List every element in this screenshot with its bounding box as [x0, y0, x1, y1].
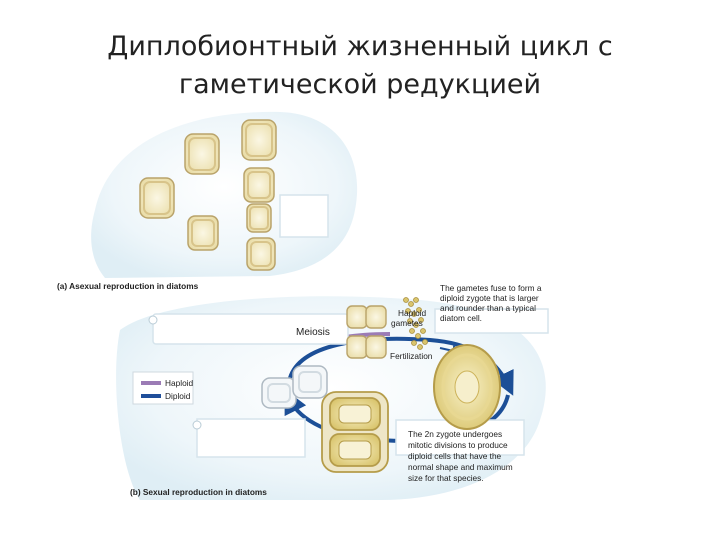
- diatom-cell: [246, 237, 276, 271]
- panel-a-asexual: (a) Asexual reproduction in diatoms: [57, 111, 358, 291]
- legend-label-diploid: Diploid: [165, 391, 191, 401]
- panel-a-label-box: [279, 194, 329, 238]
- title-line-1: Диплобионтный жизненный цикл с: [107, 31, 613, 62]
- haploid-gametes-label-1: Haploid: [398, 308, 427, 318]
- asexual-diatom-cells: [139, 119, 277, 271]
- zygote-note-line-3: diploid cells that have the: [408, 451, 502, 461]
- fertilization-label: Fertilization: [390, 351, 433, 361]
- diploid-dividing-cells: [321, 391, 389, 473]
- zygote-note-line-5: size for that species.: [408, 473, 484, 483]
- gametes-note-line-2: diploid zygote that is larger: [440, 293, 539, 303]
- gametes-note-line-3: and rounder than a typical: [440, 303, 536, 313]
- meiosis-cells: [346, 305, 387, 359]
- legend: Haploid Diploid: [132, 371, 194, 405]
- panel-b-label-box-bottom: [196, 418, 306, 458]
- panel-b-caption: (b) Sexual reproduction in diatoms: [130, 487, 267, 497]
- legend-box: [132, 371, 194, 405]
- haploid-gametes-label-2: gametes: [391, 318, 423, 328]
- diatom-cell: [246, 203, 272, 233]
- gametes-note-line-1: The gametes fuse to form a: [440, 283, 542, 293]
- gametes-note-line-4: diatom cell.: [440, 313, 482, 323]
- haploid-diatom-cells: [261, 365, 328, 409]
- panel-a-caption: (a) Asexual reproduction in diatoms: [57, 281, 199, 291]
- meiosis-label: Meiosis: [296, 327, 330, 338]
- legend-swatch-haploid: [141, 381, 161, 385]
- legend-label-haploid: Haploid: [165, 378, 194, 388]
- zygote-note-line-2: mitotic divisions to produce: [408, 440, 508, 450]
- diatom-cell: [184, 133, 220, 175]
- diploid-zygote: [433, 344, 501, 430]
- diatom-cell: [243, 167, 275, 203]
- title-line-2: гаметической редукцией: [178, 69, 542, 100]
- legend-swatch-diploid: [141, 394, 161, 398]
- diatom-cell: [139, 177, 175, 219]
- diatom-cell: [241, 119, 277, 161]
- page-title: Диплобионтный жизненный цикл с гаметичес…: [0, 28, 720, 104]
- panel-b-sexual: Haploid Diploid Meiosis Fertilization Ha…: [116, 283, 549, 500]
- haploid-gametes: [403, 297, 428, 350]
- zygote-note-line-1: The 2n zygote undergoes: [408, 429, 502, 439]
- panel-b-label-box-right: [434, 308, 549, 334]
- zygote-note-line-4: normal shape and maximum: [408, 462, 513, 472]
- panel-b-label-box-top: [152, 313, 349, 345]
- diatom-cell: [187, 215, 219, 251]
